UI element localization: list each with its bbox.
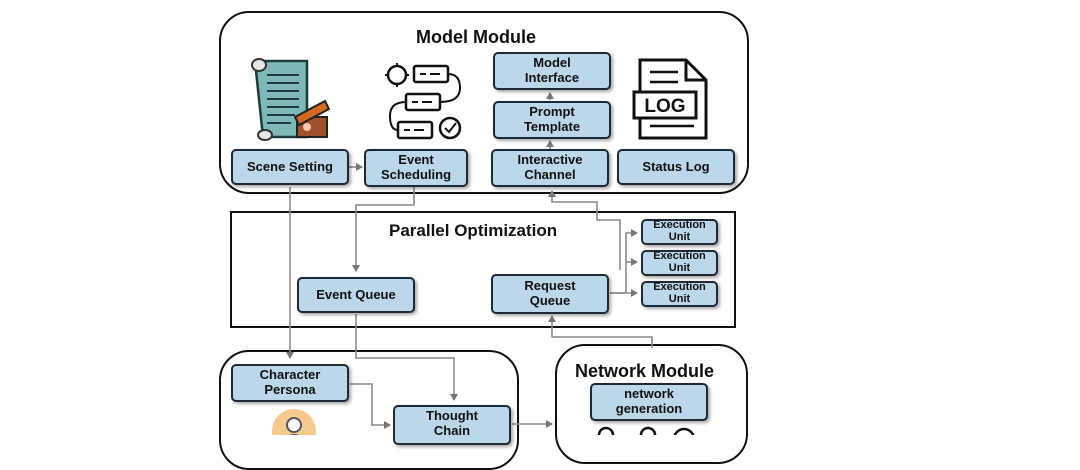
- arrow-queue-to-thought: [355, 314, 458, 401]
- arrow-to-exec-1: [610, 229, 638, 294]
- model-module-panel: [219, 11, 749, 194]
- network-module-title: Network Module: [575, 361, 715, 381]
- request-queue-box: Request Queue: [491, 274, 609, 314]
- thought-chain-box: Thought Chain: [393, 405, 511, 445]
- network-people-icon: [597, 426, 695, 435]
- execution-unit-3: Execution Unit: [641, 281, 718, 307]
- arrow-event-to-queue: [352, 187, 415, 272]
- workflow-icon: [385, 63, 462, 140]
- execution-unit-2: Execution Unit: [641, 250, 718, 276]
- persona-avatar-icon: [272, 409, 316, 435]
- character-persona-box: Character Persona: [231, 364, 349, 402]
- arrow-persona-to-thought: [350, 383, 391, 429]
- interactive-channel-box: Interactive Channel: [491, 149, 609, 187]
- scene-setting-box: Scene Setting: [231, 149, 349, 185]
- status-log-box: Status Log: [617, 149, 735, 185]
- parallel-optimization-title: Parallel Optimization: [389, 221, 558, 240]
- architecture-diagram: Model Module: [219, 11, 749, 470]
- connector-lines: [286, 92, 653, 429]
- event-queue-box: Event Queue: [297, 277, 415, 313]
- model-interface-box: Model Interface: [493, 52, 611, 90]
- arrow-network-to-request: [548, 315, 653, 348]
- execution-unit-1: Execution Unit: [641, 219, 718, 245]
- model-module-title: Model Module: [416, 27, 536, 47]
- parallel-optimization-panel: [230, 211, 736, 328]
- log-icon-text: LOG: [644, 96, 685, 117]
- arrow-request-to-channel: [548, 190, 621, 270]
- network-generation-box: network generation: [590, 383, 708, 421]
- scene-scroll-icon: [251, 58, 331, 141]
- prompt-template-box: Prompt Template: [493, 101, 611, 139]
- event-scheduling-box: Event Scheduling: [364, 149, 468, 187]
- log-file-icon: LOG: [632, 58, 708, 140]
